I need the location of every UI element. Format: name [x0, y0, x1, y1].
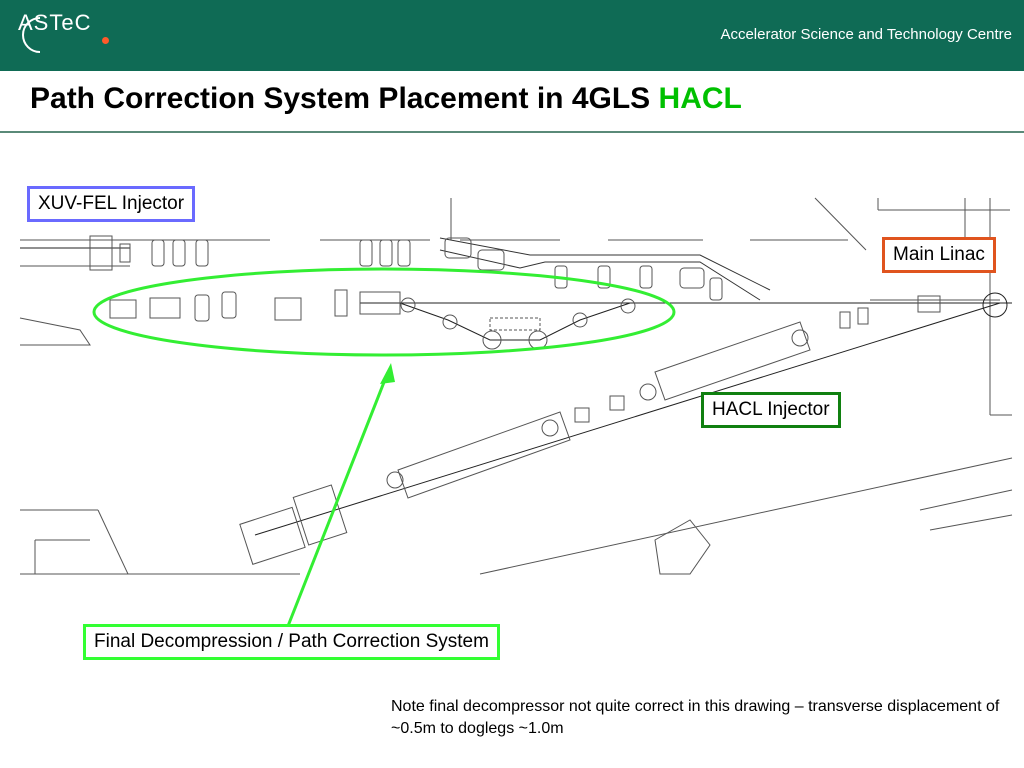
- building-wall: [919, 489, 1013, 511]
- injector-gun: [239, 506, 306, 565]
- chicane-beamline: [399, 302, 631, 341]
- linac-end-component: [917, 295, 941, 313]
- page-title: Path Correction System Placement in 4GLS…: [30, 82, 742, 116]
- linac-end-magnet: [982, 292, 1008, 318]
- final-decompression-label: Final Decompression / Path Correction Sy…: [83, 624, 500, 660]
- chicane-magnet: [400, 297, 416, 313]
- header-bar: ASTeC Accelerator Science and Technology…: [0, 0, 1024, 71]
- arc-dipole: [679, 267, 705, 289]
- astec-logo-icon: [22, 17, 41, 53]
- injector-magnet: [386, 471, 404, 489]
- arc-beamline: [439, 237, 771, 291]
- arc-beamline: [439, 249, 761, 301]
- xuv-component: [149, 297, 181, 319]
- xuv-component: [221, 291, 237, 319]
- xuv-component: [334, 289, 348, 317]
- xuv-injector-component: [89, 235, 113, 271]
- highlight-ellipse: [92, 267, 676, 357]
- injector-magnet: [639, 383, 657, 401]
- pointer-arrow-head-icon: [380, 363, 395, 384]
- main-linac-label: Main Linac: [882, 237, 996, 273]
- building-wall: [97, 509, 129, 575]
- hacl-injector-line: [239, 302, 1001, 565]
- building-wall: [929, 514, 1013, 531]
- building-wall: [814, 197, 867, 251]
- xuv-component: [274, 297, 302, 321]
- magnet-row-top: [151, 239, 723, 301]
- title-main: Path Correction System Placement in 4GLS: [30, 82, 659, 115]
- hacl-injector-label: HACL Injector: [701, 392, 841, 428]
- arc-dipole: [477, 249, 505, 271]
- xuv-fel-injector-label: XUV-FEL Injector: [27, 186, 196, 222]
- building-wall: [479, 457, 1013, 575]
- injector-magnet: [791, 329, 809, 347]
- chicane-magnet: [572, 312, 588, 328]
- injector-component: [574, 407, 590, 423]
- chicane-magnet: [442, 314, 458, 330]
- injector-component: [857, 307, 869, 325]
- injector-component: [839, 311, 851, 329]
- left-beamline: [19, 317, 91, 346]
- xuv-component: [194, 294, 210, 322]
- pointer-arrow-line: [286, 371, 390, 627]
- injector-component: [292, 484, 348, 546]
- arc-dipole: [444, 237, 472, 259]
- note-text: Note final decompressor not quite correc…: [391, 698, 1000, 737]
- injector-component: [609, 395, 625, 411]
- chicane-magnet: [620, 298, 636, 314]
- building-wall: [654, 519, 711, 575]
- logo-dot-icon: [102, 37, 109, 44]
- xuv-injector-component: [119, 243, 131, 263]
- chicane-magnet: [482, 330, 502, 350]
- linac-module: [397, 411, 571, 499]
- org-name: Accelerator Science and Technology Centr…: [720, 26, 1012, 43]
- title-divider: [0, 131, 1024, 133]
- title-accent: HACL: [658, 82, 742, 115]
- xuv-component: [109, 299, 137, 319]
- linac-module: [654, 321, 811, 401]
- injector-magnet: [541, 419, 559, 437]
- logo-text: ASTeC: [18, 10, 92, 35]
- chicane-frame: [489, 317, 541, 331]
